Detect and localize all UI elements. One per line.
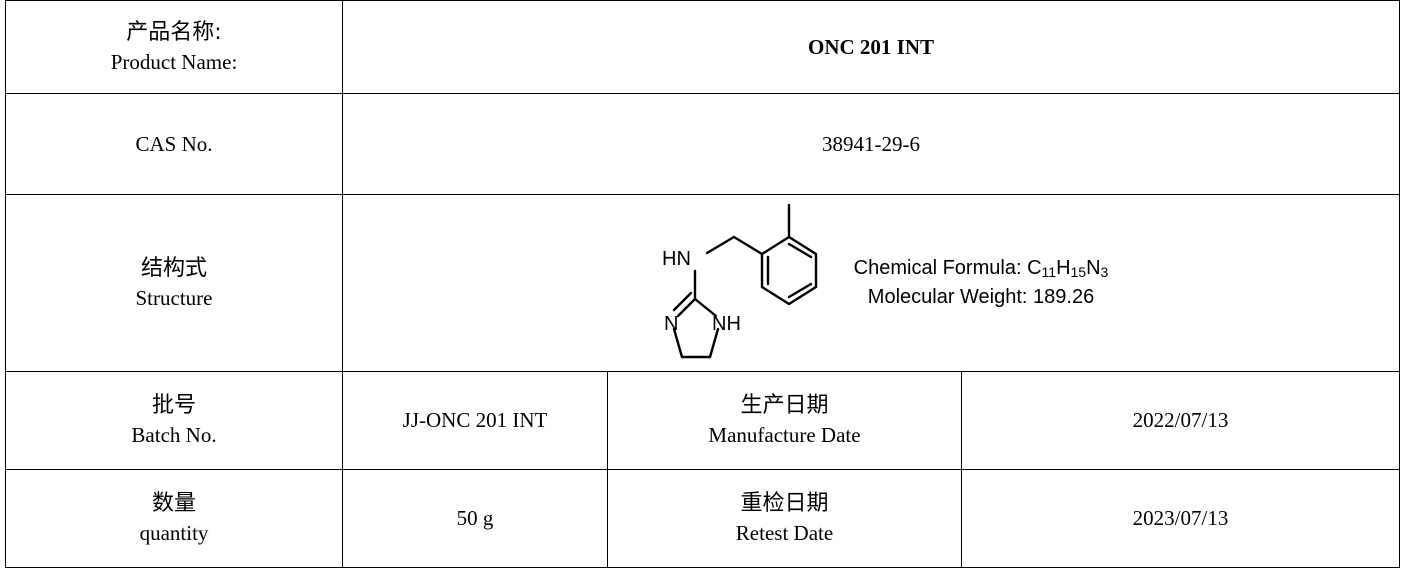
row-batch: 批号 Batch No. JJ-ONC 201 INT 生产日期 Manufac… <box>5 371 1401 470</box>
product-spec-document: 产品名称: Product Name: ONC 201 INT CAS No. … <box>5 0 1401 571</box>
benzene-inner-bond-3 <box>787 282 812 299</box>
structure-label-cell: 结构式 Structure <box>5 194 343 372</box>
quantity-value: 50 g <box>342 469 608 568</box>
retest-date-label-cell: 重检日期 Retest Date <box>607 469 962 568</box>
bond-c2-n3 <box>676 297 696 318</box>
quantity-label-en: quantity <box>139 521 209 546</box>
formula-el-n: N <box>1086 257 1101 279</box>
manufacture-date-label-cell: 生产日期 Manufacture Date <box>607 371 962 470</box>
retest-date-label-cn: 重检日期 <box>740 491 829 517</box>
bond-ch2-benzene <box>732 235 763 256</box>
batch-label-cell: 批号 Batch No. <box>5 371 343 470</box>
batch-label-cn: 批号 <box>151 393 196 419</box>
formula-el-c: C <box>1027 257 1042 279</box>
bond-c2-n1 <box>693 297 717 318</box>
bond-c2-n3-double <box>672 291 692 312</box>
molecular-weight: Molecular Weight: 189.26 <box>867 286 1095 308</box>
row-product-name: 产品名称: Product Name: ONC 201 INT <box>5 0 1401 94</box>
manufacture-date-label-cn: 生产日期 <box>740 393 829 419</box>
atom-n: N <box>664 313 678 335</box>
bond-c5-n1 <box>708 327 719 359</box>
cas-value: 38941-29-6 <box>341 93 1401 195</box>
formula-n-c: 11 <box>1041 264 1057 280</box>
batch-label-en: Batch No. <box>131 423 217 448</box>
atom-hn: HN <box>662 248 691 270</box>
batch-value: JJ-ONC 201 INT <box>342 371 608 470</box>
formula-el-h: H <box>1056 257 1071 279</box>
product-name-label-en: Product Name: <box>110 49 238 74</box>
benzene-inner-bond-2 <box>787 242 812 259</box>
quantity-label-cell: 数量 quantity <box>5 469 343 568</box>
formula-n-h: 15 <box>1070 264 1087 280</box>
quantity-label-cn: 数量 <box>151 491 196 517</box>
bond-n3-c4 <box>672 327 683 359</box>
row-quantity: 数量 quantity 50 g 重检日期 Retest Date 2023/0… <box>5 469 1401 568</box>
product-name-label-cn: 产品名称: <box>126 19 222 45</box>
manufacture-date-value: 2022/07/13 <box>960 371 1401 470</box>
row-cas: CAS No. 38941-29-6 <box>5 93 1401 195</box>
formula-block: Chemical Formula: C11H15N3 Molecular Wei… <box>854 254 1109 312</box>
atom-nh: NH <box>712 313 741 335</box>
retest-date-label-en: Retest Date <box>735 521 834 546</box>
retest-date-value: 2023/07/13 <box>960 469 1401 568</box>
chemical-structure-diagram: HN N NH <box>662 203 817 359</box>
cas-label: CAS No. <box>5 93 343 195</box>
formula-prefix: Chemical Formula: <box>853 257 1028 279</box>
bond-nh-ch2 <box>705 235 735 255</box>
formula-n-n: 3 <box>1100 264 1109 280</box>
product-name-label-cell: 产品名称: Product Name: <box>5 0 343 94</box>
benzene-ring <box>760 235 817 306</box>
chemical-formula: Chemical Formula: C11H15N3 <box>854 254 1109 283</box>
structure-label-cn: 结构式 <box>140 255 207 281</box>
structure-cell: HN N NH Chemical Formula: C11H15N3 Molec… <box>341 194 1401 372</box>
product-name-value: ONC 201 INT <box>341 0 1401 94</box>
row-structure: 结构式 Structure <box>5 194 1401 372</box>
manufacture-date-label-en: Manufacture Date <box>708 423 861 448</box>
spec-table: 产品名称: Product Name: ONC 201 INT CAS No. … <box>5 0 1401 568</box>
structure-label-en: Structure <box>135 285 213 310</box>
